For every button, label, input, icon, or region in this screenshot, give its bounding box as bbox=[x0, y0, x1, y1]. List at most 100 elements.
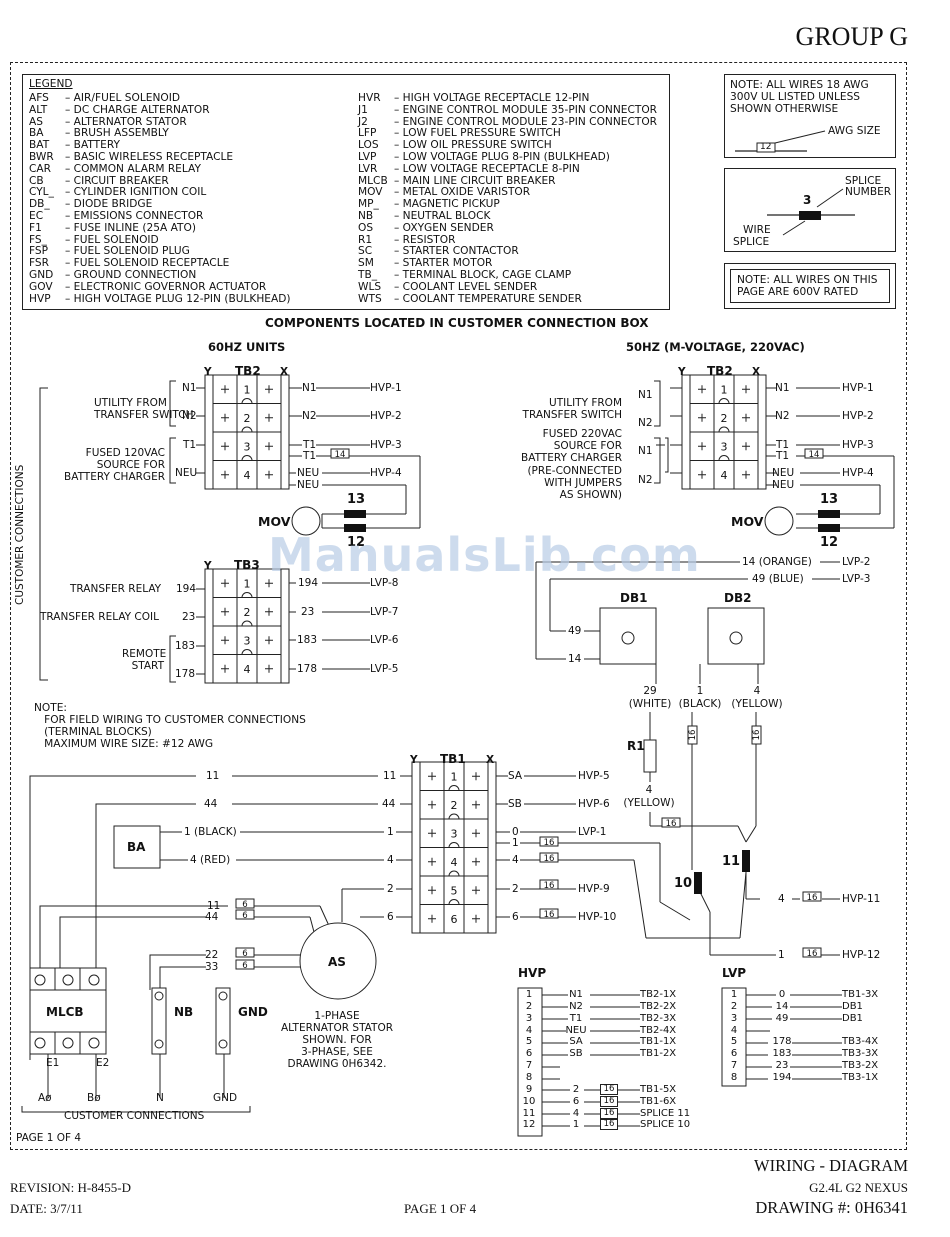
terminal-number: 4 bbox=[244, 469, 251, 482]
e1-label: E1 bbox=[46, 1057, 60, 1069]
wire-gauge-tag: 6 bbox=[235, 959, 255, 971]
r1-label: R1 bbox=[627, 739, 645, 753]
wire-gauge-tag: 16 bbox=[687, 725, 698, 745]
wire-33: 33 bbox=[205, 961, 219, 973]
terminal-number: 1 bbox=[721, 383, 728, 396]
n1-label: N1 bbox=[182, 382, 197, 394]
table-cell: N2 bbox=[569, 1000, 583, 1012]
watermark: ManualsLib.com bbox=[268, 528, 701, 582]
wire-194-right: 194 bbox=[298, 577, 319, 589]
splice-11: 11 bbox=[722, 854, 741, 869]
n2-label: N2 bbox=[638, 417, 653, 429]
transfer-relay-label: TRANSFER RELAY bbox=[70, 583, 162, 595]
wire-2-tb1: 2 bbox=[387, 883, 394, 895]
revision-label: REVISION: H-8455-D bbox=[10, 1180, 131, 1195]
model-label: G2.4L G2 NEXUS bbox=[809, 1180, 908, 1195]
hvp5-label: HVP-5 bbox=[578, 770, 610, 782]
hvp11-label: HVP-11 bbox=[842, 893, 881, 905]
legend-entry: SC– STARTER CONTACTOR bbox=[358, 245, 519, 258]
table-cell: 5 bbox=[730, 1036, 738, 1048]
legend-entry: NB– NEUTRAL BLOCK bbox=[358, 210, 491, 222]
y-label: Y bbox=[410, 754, 418, 766]
legend-entry: OS– OXYGEN SENDER bbox=[358, 221, 494, 234]
legend-entry: FSP– FUEL SOLENOID PLUG bbox=[29, 245, 190, 258]
svg-text:6: 6 bbox=[242, 961, 247, 971]
terminal-number: 3 bbox=[244, 440, 251, 453]
lvp8-label: LVP-8 bbox=[370, 577, 399, 589]
table-cell: TB3-3X bbox=[842, 1048, 879, 1060]
wire-49: 49 bbox=[568, 625, 582, 637]
tb2-50hz-label: TB2 bbox=[707, 364, 733, 378]
table-cell: 6 bbox=[572, 1095, 580, 1107]
units-60hz-title: 60HZ UNITS bbox=[208, 340, 286, 354]
awg-note-line: SHOWN OTHERWISE bbox=[730, 103, 839, 115]
terminal-number: 2 bbox=[451, 799, 458, 812]
legend-entry: GOV– ELECTRONIC GOVERNOR ACTUATOR bbox=[29, 280, 267, 293]
terminal-number: 1 bbox=[451, 770, 458, 783]
wire-gauge-tag: 16 bbox=[539, 852, 559, 864]
svg-text:16: 16 bbox=[752, 730, 762, 741]
wire-11-as: 11 bbox=[207, 900, 221, 912]
terminal-number: 3 bbox=[451, 827, 458, 840]
wire-yellow-r1: 4(YELLOW) bbox=[623, 784, 675, 809]
n1-right: N1 bbox=[775, 382, 790, 394]
splice-10: 10 bbox=[674, 876, 693, 891]
legend-entry: J1– ENGINE CONTROL MODULE 35-PIN CONNECT… bbox=[358, 103, 658, 116]
wire-11: 11 bbox=[206, 770, 220, 782]
wire-blue: 49 (BLUE) bbox=[752, 573, 804, 585]
terminal-number: 3 bbox=[244, 634, 251, 647]
lvp6-label: LVP-6 bbox=[370, 634, 399, 646]
table-cell: 7 bbox=[525, 1060, 533, 1072]
t1-right: T1 bbox=[776, 439, 790, 451]
table-cell: TB1-3X bbox=[842, 989, 879, 1000]
db1-label: DB1 bbox=[620, 591, 648, 605]
sa-label: SA bbox=[508, 770, 523, 782]
lvp-table-title: LVP bbox=[722, 966, 747, 980]
wire-1: 1 bbox=[778, 949, 785, 961]
table-cell: 10 bbox=[522, 1095, 536, 1107]
wire-gauge-tag: 16 bbox=[802, 891, 822, 903]
table-cell: 4 bbox=[525, 1024, 533, 1036]
wire-splice-label: WIRE bbox=[743, 224, 771, 236]
wire-0: 0 bbox=[512, 826, 519, 838]
x-label: X bbox=[486, 754, 495, 766]
tb1-label: TB1 bbox=[440, 752, 466, 766]
legend-entry: MOV– METAL OXIDE VARISTOR bbox=[358, 186, 531, 199]
lvp3-label: LVP-3 bbox=[842, 573, 871, 585]
wire-178: 178 bbox=[175, 668, 196, 680]
mlcb-label: MLCB bbox=[46, 1005, 84, 1019]
ba-red: 4 (RED) bbox=[190, 854, 231, 866]
table-cell: DB1 bbox=[842, 1012, 863, 1024]
group-heading: GROUP G bbox=[795, 22, 908, 51]
hvp3-label: HVP-3 bbox=[370, 439, 402, 451]
legend-entry: BAT– BATTERY bbox=[29, 139, 120, 152]
wire-22: 22 bbox=[205, 949, 219, 961]
hvp6-label: HVP-6 bbox=[578, 798, 610, 810]
table-cell: 49 bbox=[775, 1012, 789, 1024]
terminal-number: 1 bbox=[244, 577, 251, 590]
tb2-60hz-label: TB2 bbox=[235, 364, 261, 378]
legend-entry: AFS– AIR/FUEL SOLENOID bbox=[29, 92, 180, 104]
table-cell: SA bbox=[569, 1036, 583, 1048]
t1-right: T1 bbox=[303, 450, 317, 462]
awg-note-line: 300V UL LISTED UNLESS bbox=[730, 91, 861, 103]
table-cell: 6 bbox=[730, 1048, 738, 1060]
legend-title: LEGEND bbox=[29, 78, 73, 90]
terminal-number: 2 bbox=[721, 412, 728, 425]
transfer-relay-coil-label: TRANSFER RELAY COIL bbox=[40, 611, 159, 623]
drawing-frame bbox=[10, 62, 907, 1150]
wire-gauge-tag: 14 bbox=[804, 448, 824, 460]
n2-label: N2 bbox=[182, 410, 197, 422]
wire-gauge-tag: 16 bbox=[539, 879, 559, 891]
ba-black: 1 (BLACK) bbox=[184, 826, 237, 838]
hvp4-label: HVP-4 bbox=[842, 467, 874, 479]
wire-gauge-tag: 16 bbox=[661, 817, 681, 829]
svg-text:16: 16 bbox=[666, 819, 677, 829]
legend-entry: MP_– MAGNETIC PICKUP bbox=[358, 198, 500, 211]
a-phase-label: Aø bbox=[38, 1092, 52, 1104]
hvp4-label: HVP-4 bbox=[370, 467, 402, 479]
mov-label: MOV bbox=[731, 514, 764, 529]
